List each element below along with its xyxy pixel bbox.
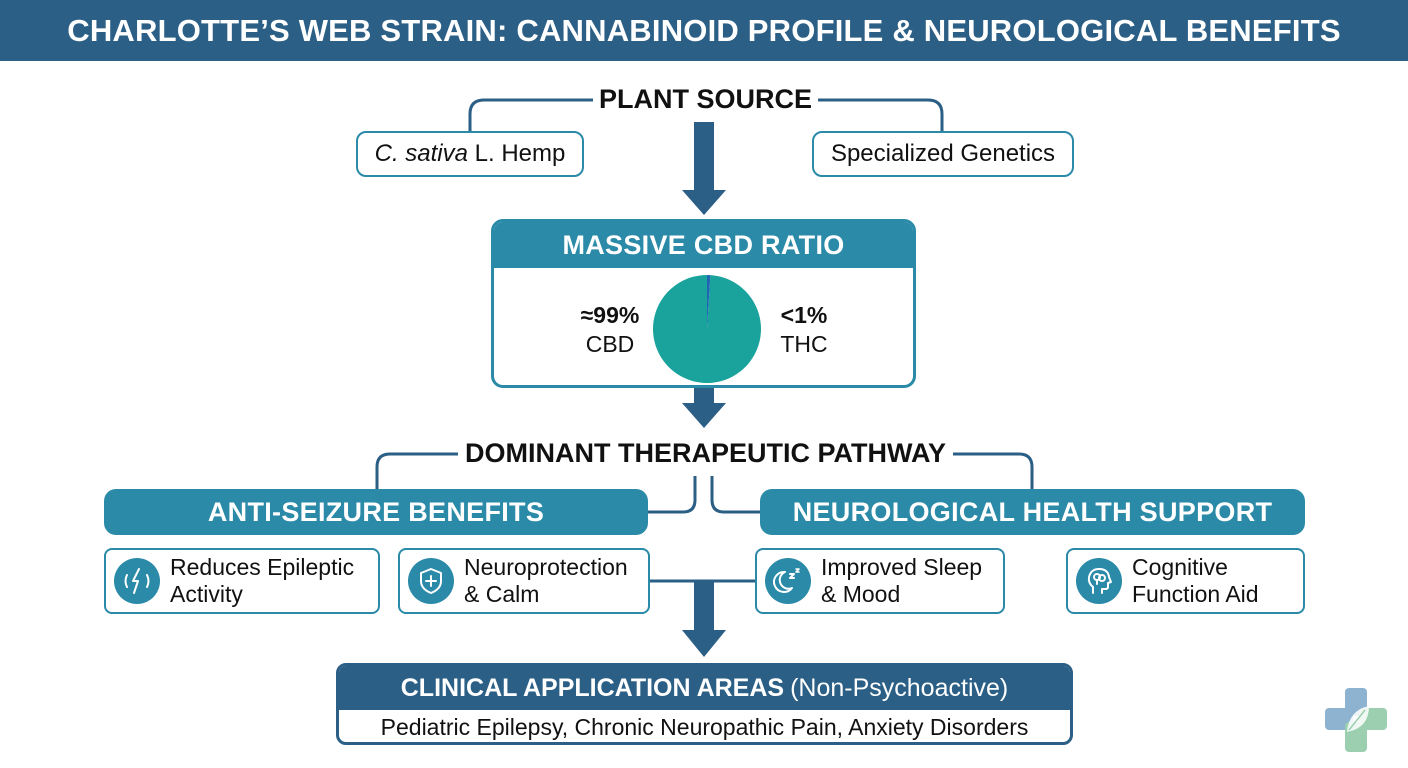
lightning-wave-icon — [114, 558, 160, 604]
plant-bracket-right — [818, 98, 944, 131]
cbd-readout: ≈99% CBD — [562, 301, 658, 359]
thc-value: <1% — [780, 302, 828, 328]
benefit-cognitive: Cognitive Function Aid — [1066, 548, 1305, 614]
arrow-head-1 — [682, 190, 726, 215]
cbd-thc-pie — [653, 275, 761, 383]
pathway-bracket-right — [953, 452, 1034, 489]
pathway-heading: DOMINANT THERAPEUTIC PATHWAY — [458, 438, 953, 469]
shield-cross-icon — [408, 558, 454, 604]
arrow-head-3 — [682, 630, 726, 657]
arrow-shaft-1 — [694, 122, 714, 192]
benefit-reduces-epileptic: Reduces Epileptic Activity — [104, 548, 380, 614]
benefit-sleep-mood: Improved Sleep & Mood — [755, 548, 1005, 614]
neuro-health-heading: NEUROLOGICAL HEALTH SUPPORT — [760, 489, 1305, 535]
thc-label: THC — [780, 331, 828, 357]
anti-seizure-heading: ANTI-SEIZURE BENEFITS — [104, 489, 648, 535]
moon-sleep-icon — [765, 558, 811, 604]
clinical-areas: Pediatric Epilepsy, Chronic Neuropathic … — [380, 714, 1029, 740]
arrow-head-2 — [682, 403, 726, 428]
thc-readout: <1% THC — [756, 301, 852, 359]
plant-source-species: C. sativa L. Hemp — [356, 131, 584, 177]
plant-bracket-left — [468, 98, 593, 131]
pathway-stem-right — [710, 476, 760, 514]
cbd-ratio-card: MASSIVE CBD RATIO ≈99% CBD <1% THC — [491, 219, 916, 388]
cbd-ratio-heading: MASSIVE CBD RATIO — [494, 222, 913, 268]
page-title: CHARLOTTE’S WEB STRAIN: CANNABINOID PROF… — [67, 12, 1341, 48]
genetics-label: Specialized Genetics — [830, 140, 1056, 167]
cbd-value: ≈99% — [580, 302, 640, 328]
clinical-heading: CLINICAL APPLICATION AREAS (Non-Psychoac… — [339, 666, 1070, 710]
pathway-bracket-left — [375, 452, 458, 489]
clinical-application-box: CLINICAL APPLICATION AREAS (Non-Psychoac… — [336, 663, 1073, 745]
head-brain-icon — [1076, 558, 1122, 604]
arrow-shaft-3 — [694, 582, 714, 632]
species-rest: L. Hemp — [468, 140, 566, 167]
medical-cross-leaf-logo — [1325, 688, 1387, 752]
clinical-heading-bold: CLINICAL APPLICATION AREAS — [400, 673, 785, 702]
title-bar: CHARLOTTE’S WEB STRAIN: CANNABINOID PROF… — [0, 0, 1408, 61]
pie-slice-thc — [707, 275, 711, 329]
arrow-shaft-2 — [694, 388, 714, 404]
benefit-label: Reduces Epileptic Activity — [170, 554, 355, 607]
benefit-neuroprotection: Neuroprotection & Calm — [398, 548, 650, 614]
benefit-label: Improved Sleep & Mood — [821, 554, 983, 607]
plant-source-genetics: Specialized Genetics — [812, 131, 1074, 177]
species-italic: C. sativa — [374, 140, 468, 167]
clinical-heading-note: (Non-Psychoactive) — [790, 673, 1009, 702]
benefit-label: Cognitive Function Aid — [1132, 554, 1259, 607]
pathway-stem-left — [648, 476, 697, 514]
cbd-label: CBD — [585, 331, 635, 357]
benefit-label: Neuroprotection & Calm — [464, 554, 628, 607]
plant-source-heading: PLANT SOURCE — [593, 84, 818, 115]
